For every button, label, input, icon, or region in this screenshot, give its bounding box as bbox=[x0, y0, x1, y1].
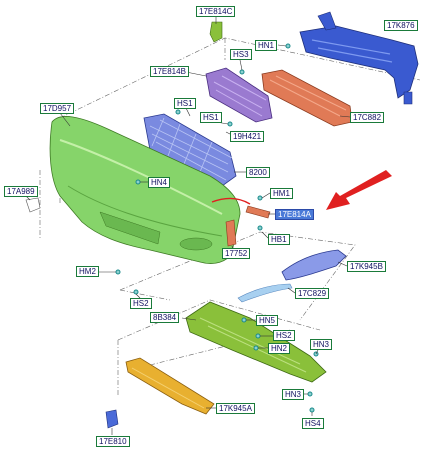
label-17a989: 17A989 bbox=[4, 186, 38, 197]
assembly-guide-lines bbox=[39, 37, 421, 395]
label-17k945a: 17K945A bbox=[216, 403, 255, 414]
label-17c829: 17C829 bbox=[295, 288, 330, 299]
label-17e814a: 17E814A bbox=[275, 209, 314, 220]
radiator-support bbox=[299, 11, 419, 105]
label-17e810: 17E810 bbox=[96, 436, 130, 447]
label-hm2: HM2 bbox=[76, 266, 99, 277]
label-17e814c: 17E814C bbox=[196, 6, 236, 17]
skid-plate bbox=[125, 357, 215, 415]
label-hs4: HS4 bbox=[302, 418, 324, 429]
lower-bracket bbox=[245, 205, 271, 219]
curved-arrow bbox=[211, 197, 251, 205]
highlight-arrow bbox=[326, 170, 392, 210]
energy-absorber bbox=[261, 69, 353, 127]
label-hb1: HB1 bbox=[268, 234, 290, 245]
label-17k876: 17K876 bbox=[384, 20, 418, 31]
upper-grille bbox=[205, 67, 273, 123]
label-hn5: HN5 bbox=[256, 315, 279, 326]
label-hn2: HN2 bbox=[268, 343, 291, 354]
label-hn3-upper: HN3 bbox=[310, 339, 333, 350]
label-hs2-left: HS2 bbox=[130, 298, 152, 309]
side-bracket bbox=[225, 219, 237, 247]
label-hs2-right: HS2 bbox=[273, 330, 295, 341]
label-hn3-lower: HN3 bbox=[282, 389, 305, 400]
label-8200: 8200 bbox=[246, 167, 270, 178]
bumper-cover bbox=[49, 116, 241, 264]
bottom-bracket bbox=[105, 409, 119, 429]
label-17d957: 17D957 bbox=[40, 103, 75, 114]
label-17k945b: 17K945B bbox=[347, 261, 386, 272]
trim-ring bbox=[237, 283, 293, 303]
label-hm1: HM1 bbox=[270, 188, 293, 199]
label-hs1-upper: HS1 bbox=[174, 98, 196, 109]
label-hs3: HS3 bbox=[230, 49, 252, 60]
label-hs1-lower: HS1 bbox=[200, 112, 222, 123]
leader-lines bbox=[21, 16, 351, 435]
fog-lamp-bezel bbox=[281, 249, 347, 281]
label-17752: 17752 bbox=[222, 248, 251, 259]
tow-hook-cover bbox=[25, 197, 41, 213]
air-deflector bbox=[185, 301, 327, 383]
label-hn1: HN1 bbox=[255, 40, 278, 51]
label-19h421: 19H421 bbox=[230, 131, 265, 142]
label-8b384: 8B384 bbox=[150, 312, 180, 323]
label-17e814b: 17E814B bbox=[150, 66, 189, 77]
label-hn4: HN4 bbox=[148, 177, 171, 188]
upper-bracket bbox=[209, 21, 223, 43]
label-17c882: 17C882 bbox=[350, 112, 385, 123]
